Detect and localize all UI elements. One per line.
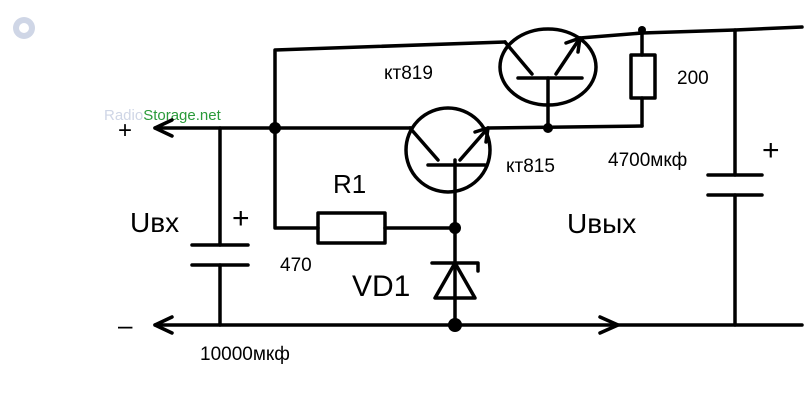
q1-emitter-arrow: [564, 36, 582, 54]
label-cap-in: 10000мкф: [200, 344, 290, 365]
label-r1: R1: [333, 169, 366, 199]
q1-collector: [503, 40, 534, 76]
junction-dot: [269, 122, 281, 134]
junction-dot: [449, 222, 461, 234]
label-q2: кт815: [506, 156, 555, 177]
label-r2: 200: [677, 68, 709, 89]
zener-vd1-body: [433, 261, 477, 300]
watermark-logo: RadioStorage.net: [13, 17, 222, 124]
junction-dot: [448, 318, 462, 332]
q2-collector: [408, 126, 440, 162]
input-plus-arrow: [153, 118, 174, 138]
input-minus-arrow: [153, 315, 174, 335]
label-u-in: Uвх: [130, 207, 179, 238]
label-zener: VD1: [352, 270, 410, 303]
wire-q1-emitter-out: [578, 25, 804, 40]
resistor-r2: [629, 53, 657, 100]
watermark-text-b: Storage.net: [143, 107, 221, 124]
junction-dot: [638, 26, 646, 34]
transistor-q2: [404, 106, 492, 194]
junction-dots: [269, 26, 646, 332]
zener-vd1-bar: [430, 261, 480, 273]
label-minus: –: [118, 310, 133, 340]
output-minus-arrow: [598, 315, 620, 335]
label-plus: +: [118, 117, 132, 144]
junction-dot: [543, 123, 553, 133]
label-cap-out-plus: +: [762, 134, 780, 167]
q2-emitter: [458, 126, 490, 162]
watermark-text-a: Radio: [104, 107, 143, 124]
q1-emitter: [554, 36, 582, 76]
resistor-r1: [316, 211, 387, 245]
label-r1-value: 470: [280, 255, 312, 276]
watermark-text: RadioStorage.net: [104, 107, 222, 124]
label-u-out: Uвых: [567, 208, 636, 239]
wire-q2-out: [486, 124, 644, 130]
label-cap-in-plus: +: [232, 202, 250, 235]
label-cap-out: 4700мкф: [608, 150, 687, 171]
wire-r1-branch: [273, 126, 457, 230]
wire-top-rail: [273, 40, 507, 130]
label-q1: кт819: [384, 63, 433, 84]
